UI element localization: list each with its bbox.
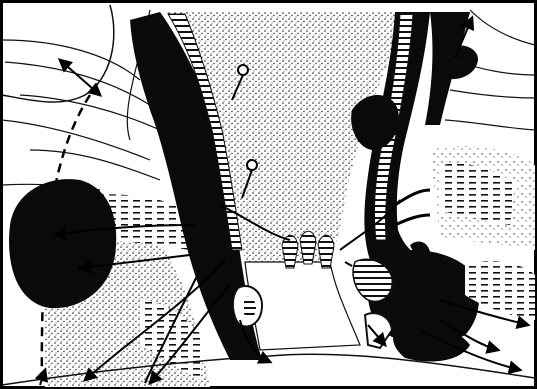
anal-papillae	[282, 231, 334, 268]
